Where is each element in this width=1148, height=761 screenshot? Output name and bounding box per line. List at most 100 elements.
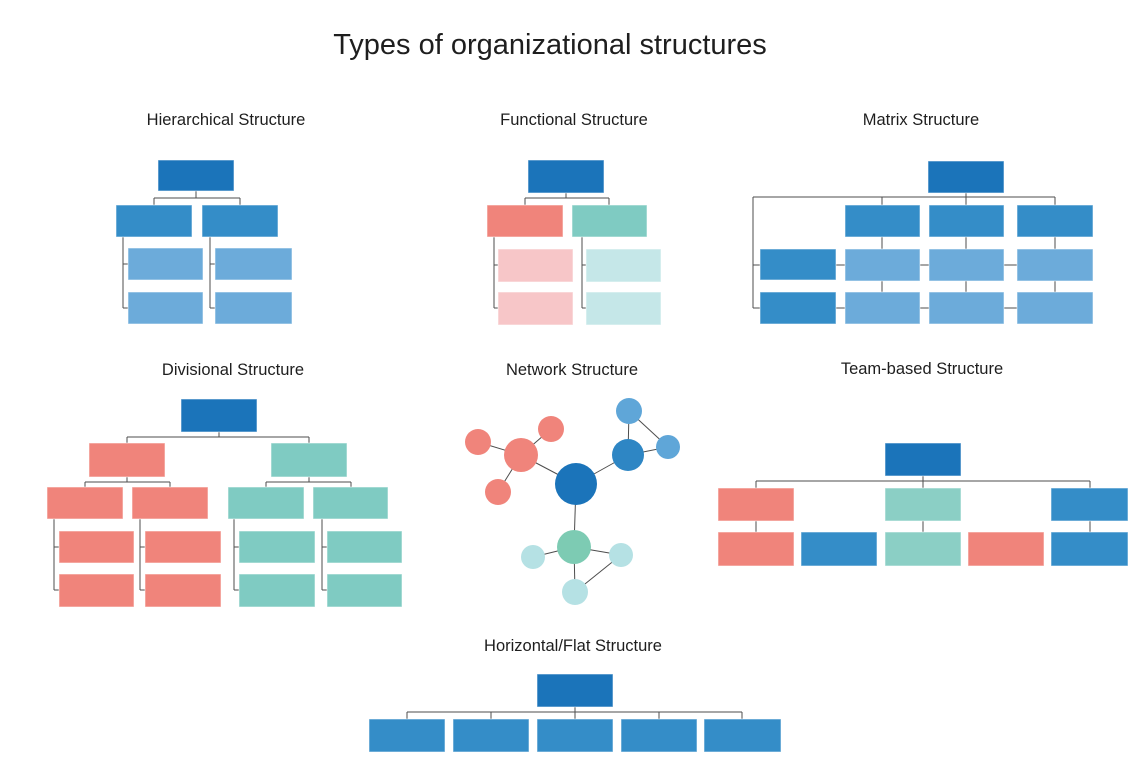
team-based-team2-lead-box — [884, 487, 962, 522]
divisional-division1-level4-box-1 — [58, 530, 135, 564]
matrix-row3-box-3 — [1016, 291, 1094, 325]
divisional-root-box — [180, 398, 258, 433]
matrix-diagram — [752, 160, 1094, 325]
panel-title-hierarchical: Hierarchical Structure — [146, 111, 306, 129]
divisional-division1-level4-box-3 — [144, 530, 222, 564]
divisional-connector-line — [233, 519, 239, 591]
network-cluster1-node-1 — [538, 416, 564, 442]
matrix-row2-lead-box — [759, 248, 837, 281]
hierarchical-connector-line — [122, 237, 128, 309]
divisional-connector-line — [126, 432, 310, 443]
panel-title-network: Network Structure — [505, 361, 639, 379]
divisional-division2-level4-box-1 — [238, 530, 316, 564]
horizontal-flat-member-box-1 — [368, 718, 446, 753]
divisional-connector-line — [321, 519, 327, 591]
matrix-row1-box-3 — [1016, 204, 1094, 238]
functional-connector-line — [493, 237, 498, 309]
team-based-member-box-4 — [967, 531, 1045, 567]
functional-level3-box-4 — [585, 291, 662, 326]
divisional-division2-level3-box-2 — [312, 486, 389, 520]
horizontal-flat-connector-line — [406, 707, 743, 719]
horizontal-flat-member-box-3 — [536, 718, 614, 753]
hierarchical-level3-box-2 — [214, 247, 293, 281]
matrix-row2-box-1 — [844, 248, 921, 282]
network-cluster2-node-2 — [656, 435, 680, 459]
team-based-member-box-1 — [717, 531, 795, 567]
functional-level3-box-3 — [497, 291, 574, 326]
team-based-member-box-5 — [1050, 531, 1129, 567]
network-cluster3-node-2 — [609, 543, 633, 567]
divisional-division2-level4-box-3 — [326, 530, 403, 564]
network-cluster3-hub-node — [557, 530, 591, 564]
matrix-connector-line — [881, 237, 1056, 292]
network-cluster1-hub-node — [504, 438, 538, 472]
functional-diagram — [486, 159, 662, 326]
matrix-row1-box-1 — [844, 204, 921, 238]
divisional-division2-level4-box-2 — [238, 573, 316, 608]
page-title: Types of organizational structures — [333, 29, 767, 61]
matrix-row3-box-1 — [844, 291, 921, 325]
functional-connector-line — [581, 237, 586, 309]
network-cluster1-node-2 — [465, 429, 491, 455]
team-based-root-box — [884, 442, 962, 477]
divisional-division2-level4-box-4 — [326, 573, 403, 608]
matrix-row1-box-2 — [928, 204, 1005, 238]
divisional-division2-box — [270, 442, 348, 478]
divisional-connector-line — [53, 519, 59, 591]
hierarchical-level3-box-3 — [127, 291, 204, 325]
matrix-row2-box-3 — [1016, 248, 1094, 282]
divisional-diagram — [46, 398, 403, 608]
divisional-division1-box — [88, 442, 166, 478]
team-based-team3-lead-box — [1050, 487, 1129, 522]
horizontal-flat-diagram — [368, 673, 782, 753]
divisional-connector-line — [84, 477, 171, 487]
divisional-division1-level3-box-1 — [46, 486, 124, 520]
team-based-diagram — [717, 442, 1129, 567]
hierarchical-level3-box-4 — [214, 291, 293, 325]
matrix-connector-line — [753, 193, 1056, 205]
network-cluster3-node-3 — [562, 579, 588, 605]
matrix-root-box — [927, 160, 1005, 194]
divisional-division1-level4-box-4 — [144, 573, 222, 608]
network-cluster1-node-3 — [485, 479, 511, 505]
matrix-connector-line — [752, 197, 760, 309]
divisional-division1-level4-box-2 — [58, 573, 135, 608]
functional-level3-box-2 — [585, 248, 662, 283]
team-based-member-box-2 — [800, 531, 878, 567]
functional-root-box — [527, 159, 605, 194]
horizontal-flat-member-box-2 — [452, 718, 530, 753]
matrix-connector-line — [836, 264, 1017, 309]
horizontal-flat-member-box-5 — [703, 718, 782, 753]
hierarchical-level3-box-1 — [127, 247, 204, 281]
hierarchical-level2-box-2 — [201, 204, 279, 238]
network-cluster2-hub-node — [612, 439, 644, 471]
functional-connector-line — [524, 193, 610, 205]
divisional-connector-line — [139, 519, 145, 591]
network-cluster3-node-1 — [521, 545, 545, 569]
horizontal-flat-member-box-4 — [620, 718, 698, 753]
panel-title-horizontal-flat: Horizontal/Flat Structure — [484, 637, 662, 655]
matrix-row3-lead-box — [759, 291, 837, 325]
panel-title-team-based: Team-based Structure — [840, 360, 1004, 378]
panel-title-matrix: Matrix Structure — [862, 111, 980, 129]
horizontal-flat-root-box — [536, 673, 614, 708]
hierarchical-connector-line — [209, 237, 215, 309]
functional-level2-box-1 — [486, 204, 564, 238]
team-based-member-box-3 — [884, 531, 962, 567]
network-cluster2-node-1 — [616, 398, 642, 424]
divisional-division1-level3-box-2 — [131, 486, 209, 520]
team-based-team1-lead-box — [717, 487, 795, 522]
matrix-row3-box-2 — [928, 291, 1005, 325]
functional-level2-box-2 — [571, 204, 648, 238]
team-based-connector-line — [755, 521, 1091, 532]
team-based-connector-line — [755, 476, 1091, 488]
panel-title-functional: Functional Structure — [500, 111, 648, 129]
network-central-node — [555, 463, 597, 505]
matrix-row2-box-2 — [928, 248, 1005, 282]
functional-level3-box-1 — [497, 248, 574, 283]
hierarchical-root-box — [157, 159, 235, 192]
network-diagram — [465, 398, 680, 605]
divisional-division2-level3-box-1 — [227, 486, 305, 520]
